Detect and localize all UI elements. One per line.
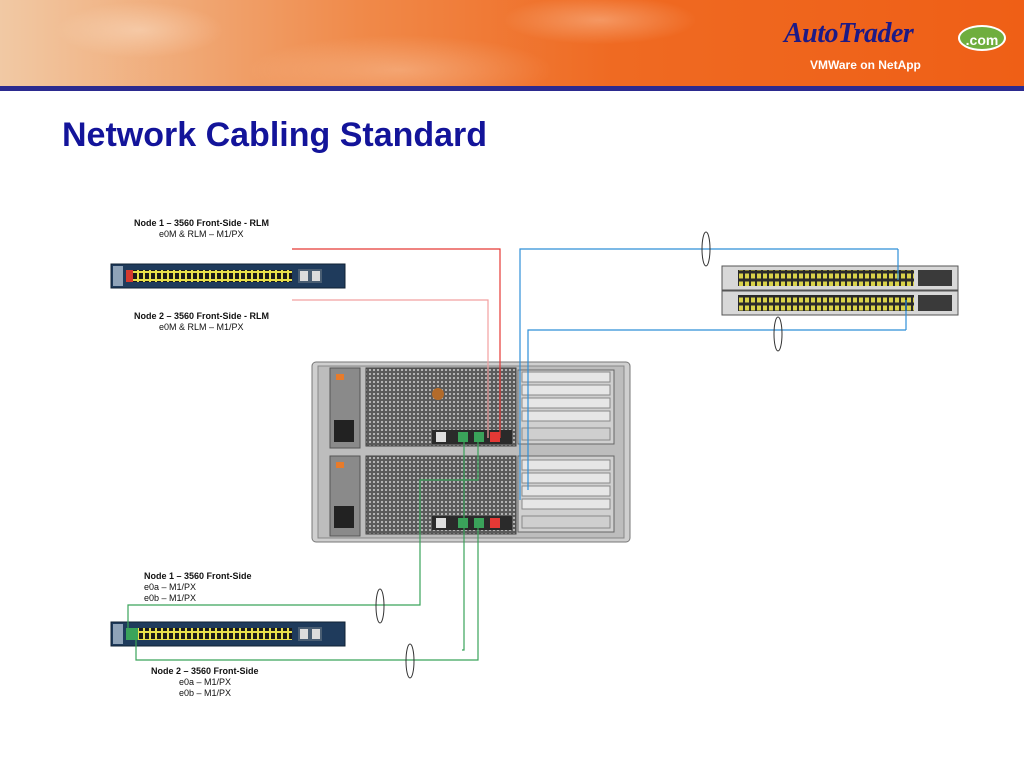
label-top-node2: Node 2 – 3560 Front-Side - RLM e0M & RLM… — [134, 311, 269, 333]
label-bottom-node1: Node 1 – 3560 Front-Side e0a – M1/PX e0b… — [144, 571, 252, 604]
label-bottom-node2: Node 2 – 3560 Front-Side e0a – M1/PX e0b… — [151, 666, 259, 699]
header-banner — [0, 0, 1024, 86]
autotrader-logo: AutoTrader .com — [784, 18, 1009, 58]
label-top-node2-heading: Node 2 – 3560 Front-Side - RLM — [134, 311, 270, 321]
label-bottom-node1-line1: e0a – M1/PX — [144, 582, 197, 592]
switch-stack-right — [721, 265, 959, 316]
label-top-node1-line1: e0M & RLM – M1/PX — [159, 229, 244, 239]
switch-bottom-left — [110, 621, 346, 647]
label-bottom-node2-line1: e0a – M1/PX — [179, 677, 232, 687]
logo-wordmark: AutoTrader — [784, 18, 914, 49]
storage-chassis — [311, 361, 631, 543]
header-rule — [0, 86, 1024, 91]
cable-bundle-markers — [375, 231, 783, 679]
label-bottom-node2-heading: Node 2 – 3560 Front-Side — [151, 666, 259, 676]
page-title: Network Cabling Standard — [62, 116, 488, 154]
data-cables-green — [127, 438, 479, 661]
rlm-cables — [292, 248, 501, 438]
label-bottom-node1-heading: Node 1 – 3560 Front-Side — [144, 571, 252, 581]
label-top-node1-heading: Node 1 – 3560 Front-Side - RLM — [134, 218, 270, 228]
label-top-node2-line1: e0M & RLM – M1/PX — [159, 322, 244, 332]
banner-background-image — [0, 0, 700, 86]
label-bottom-node1-line2: e0b – M1/PX — [144, 593, 197, 603]
switch-top-left — [110, 263, 346, 289]
header-subtitle: VMWare on NetApp — [810, 58, 921, 72]
logo-com-badge: .com — [958, 25, 1006, 51]
label-top-node1: Node 1 – 3560 Front-Side - RLM e0M & RLM… — [134, 218, 269, 240]
label-bottom-node2-line2: e0b – M1/PX — [179, 688, 232, 698]
data-cables-blue — [519, 248, 907, 500]
